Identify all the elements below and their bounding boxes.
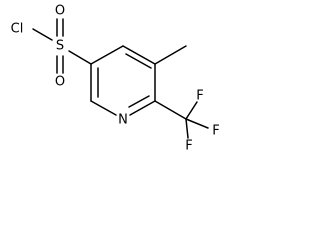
atom-label-oxygen-top: O: [55, 4, 65, 19]
bond-s-cl: [32, 28, 53, 41]
atom-label-oxygen-bottom: O: [55, 75, 65, 90]
bond-c4-c5: [122, 45, 156, 65]
sulfonyl-chloride-group: [32, 18, 92, 74]
bond-c6-cf3: [154, 100, 187, 120]
bond-c6-n: [129, 100, 156, 116]
bond-cf3-f-right: [185, 118, 209, 129]
atom-label-chlorine: Cl: [11, 22, 24, 37]
bond-c3-c4: [90, 45, 124, 65]
pyridine-ring: [90, 45, 156, 116]
atom-label-sulfur: S: [56, 39, 64, 54]
atom-label-fluorine-right: F: [212, 124, 219, 139]
atom-label-fluorine-bottom: F: [185, 139, 192, 154]
atom-label-fluorine-top: F: [196, 89, 203, 104]
bond-cf3-f-top: [185, 101, 198, 120]
bond-c6-n-inner: [128, 95, 150, 108]
bond-c3-s: [68, 50, 92, 65]
bond-methyl: [154, 45, 187, 65]
trifluoromethyl-group: [154, 100, 209, 139]
chemical-structure-diagram: Cl S O O N F F F: [11, 4, 220, 154]
bond-cf3-f-bottom: [185, 118, 189, 139]
atom-label-nitrogen: N: [118, 113, 128, 128]
bond-c4-c5-inner: [125, 53, 152, 69]
bond-n-c2: [90, 100, 117, 116]
